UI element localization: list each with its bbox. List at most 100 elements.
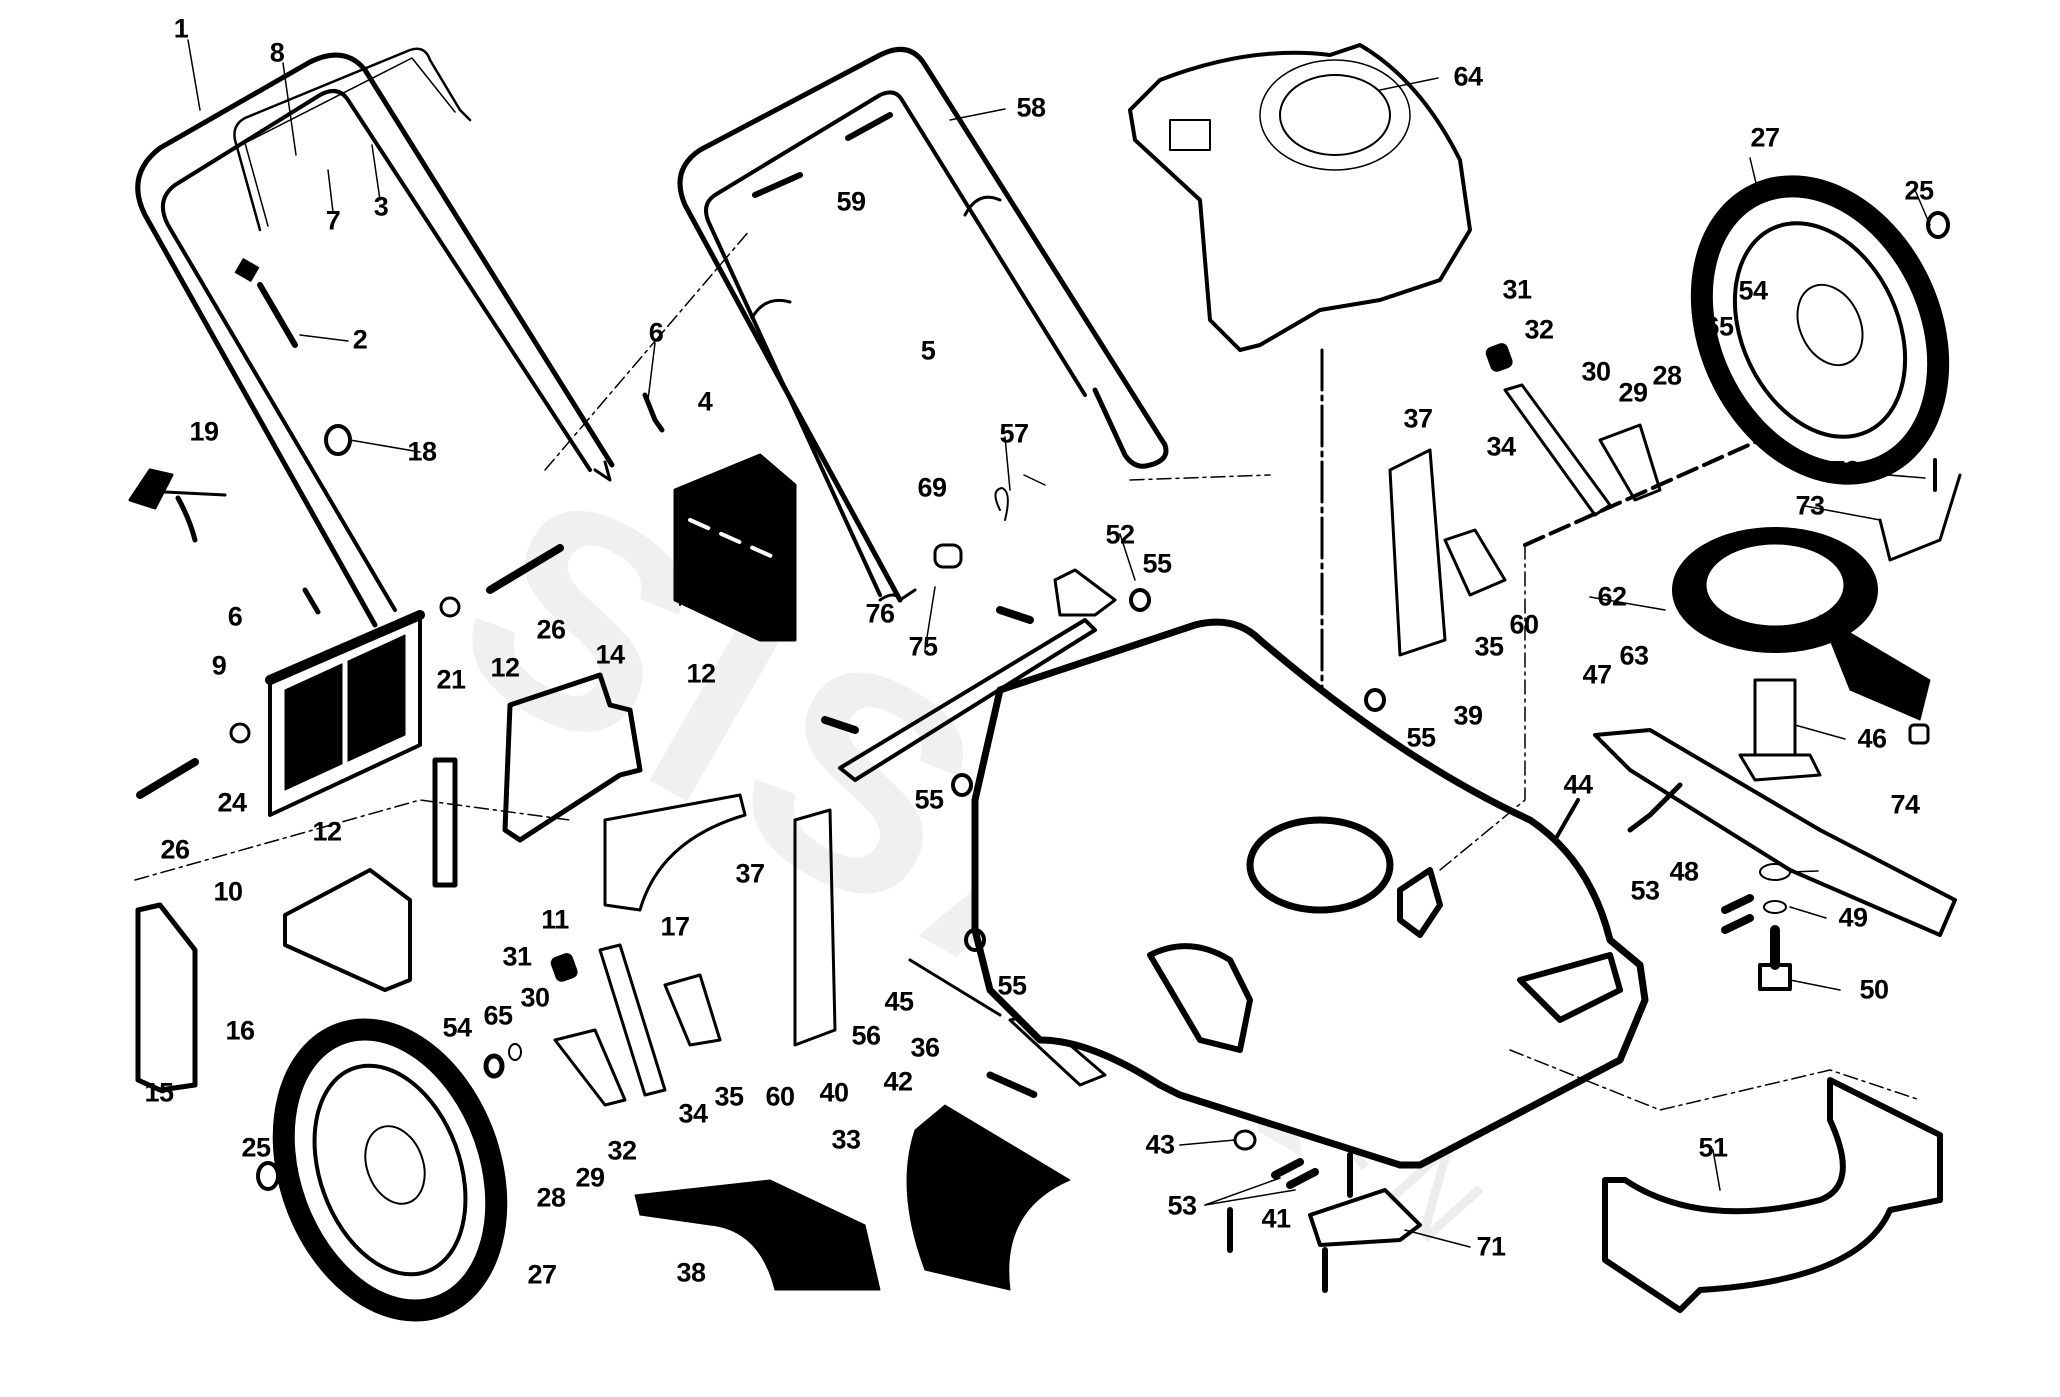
callout-74: 74 <box>1890 789 1920 820</box>
callout-56: 56 <box>851 1020 881 1051</box>
spring-24 <box>229 722 251 744</box>
callout-50: 50 <box>1859 974 1889 1005</box>
callout-5: 5 <box>920 335 936 366</box>
bolt-26-upper <box>486 544 564 594</box>
callout-29: 29 <box>1618 377 1648 408</box>
callout-62: 62 <box>1597 581 1627 612</box>
callout-42: 42 <box>883 1066 913 1097</box>
bracket-16 <box>283 868 412 992</box>
callout-30: 30 <box>520 982 550 1013</box>
callout-48: 48 <box>1669 856 1699 887</box>
callout-33: 33 <box>831 1124 861 1155</box>
handle-bracket-75 <box>838 618 1097 782</box>
callout-2: 2 <box>352 324 368 355</box>
callout-27: 27 <box>1750 122 1780 153</box>
engine <box>1128 43 1472 352</box>
callout-10: 10 <box>213 876 243 907</box>
callout-18: 18 <box>407 436 437 467</box>
cable-clip <box>234 258 260 282</box>
callout-73: 73 <box>1795 490 1825 521</box>
callout-65: 65 <box>1704 311 1734 342</box>
adjuster-gear-left <box>663 973 722 1047</box>
washer-49 <box>1763 900 1787 914</box>
leader-lines <box>187 39 1931 1248</box>
spring-42 <box>986 1071 1039 1099</box>
callout-54: 54 <box>1738 275 1768 306</box>
callout-55: 55 <box>1142 548 1172 579</box>
nut-25-left <box>256 1161 280 1191</box>
nut-18 <box>324 424 352 456</box>
bolt-53-c <box>1721 894 1754 914</box>
rear-bracket <box>432 672 643 888</box>
callout-75: 75 <box>908 631 938 662</box>
deck <box>971 618 1649 1169</box>
rear-door <box>265 610 425 817</box>
callout-37: 37 <box>735 858 765 889</box>
callout-54: 54 <box>442 1012 472 1043</box>
nut-25-right <box>1926 211 1950 239</box>
bolt-53-d <box>1721 914 1754 934</box>
nut-55-c <box>964 928 986 952</box>
hinge-15 <box>135 902 198 1093</box>
blade-adapter <box>1738 678 1822 782</box>
callout-16: 16 <box>225 1015 255 1046</box>
callout-32: 32 <box>607 1135 637 1166</box>
callout-55: 55 <box>1406 722 1436 753</box>
cable-tie-b <box>963 195 1002 217</box>
bolt-53-a <box>1271 1158 1304 1179</box>
blade <box>1593 728 1957 937</box>
blade-bolt-head <box>1758 963 1792 991</box>
callout-34: 34 <box>1486 431 1516 462</box>
callout-19: 19 <box>189 416 219 447</box>
bolt-59-a <box>752 172 803 198</box>
callout-29: 29 <box>575 1162 605 1193</box>
callout-9: 9 <box>211 650 227 681</box>
callout-65: 65 <box>483 1000 513 1031</box>
callout-26: 26 <box>536 614 566 645</box>
axle-rod-45 <box>908 958 1002 1017</box>
bag-plate <box>673 453 797 642</box>
washer-54-left <box>483 1053 505 1079</box>
callout-52: 52 <box>1105 519 1135 550</box>
baffle <box>1602 1077 1943 1313</box>
nut-55-d <box>1364 688 1386 712</box>
callout-28: 28 <box>536 1182 566 1213</box>
callout-25: 25 <box>241 1132 271 1163</box>
drive-cover <box>1672 527 1931 721</box>
nut-55-a <box>1129 588 1151 612</box>
clip-6-lower <box>302 587 321 615</box>
callout-43: 43 <box>1145 1129 1175 1160</box>
callout-21: 21 <box>436 664 466 695</box>
callout-57: 57 <box>999 418 1029 449</box>
callout-3: 3 <box>373 191 389 222</box>
grip-31-right <box>1485 343 1513 372</box>
callout-1: 1 <box>173 13 189 44</box>
callout-35: 35 <box>1474 631 1504 662</box>
pivot-bracket-39 <box>1388 448 1447 657</box>
callout-59: 59 <box>836 186 866 217</box>
callout-49: 49 <box>1838 902 1868 933</box>
callout-38: 38 <box>676 1257 706 1288</box>
callout-69: 69 <box>917 472 947 503</box>
callout-12: 12 <box>686 658 716 689</box>
pivot-bracket-40 <box>793 808 837 1047</box>
callout-24: 24 <box>217 787 247 818</box>
washer-48 <box>1759 863 1791 881</box>
rear-wheel-left <box>272 1018 508 1322</box>
lower-handle-right <box>677 46 1169 603</box>
callout-11: 11 <box>541 904 569 935</box>
callout-32: 32 <box>1524 314 1554 345</box>
callout-47: 47 <box>1582 659 1612 690</box>
callout-15: 15 <box>144 1077 174 1108</box>
callout-58: 58 <box>1016 92 1046 123</box>
callout-44: 44 <box>1563 769 1593 800</box>
callout-39: 39 <box>1453 700 1483 731</box>
callout-8: 8 <box>269 37 285 68</box>
callout-53: 53 <box>1630 875 1660 906</box>
bracket-73 <box>1878 473 1962 562</box>
callout-27: 27 <box>527 1259 557 1290</box>
callout-34: 34 <box>678 1098 708 1129</box>
callout-76: 76 <box>865 598 895 629</box>
cable <box>257 282 298 348</box>
